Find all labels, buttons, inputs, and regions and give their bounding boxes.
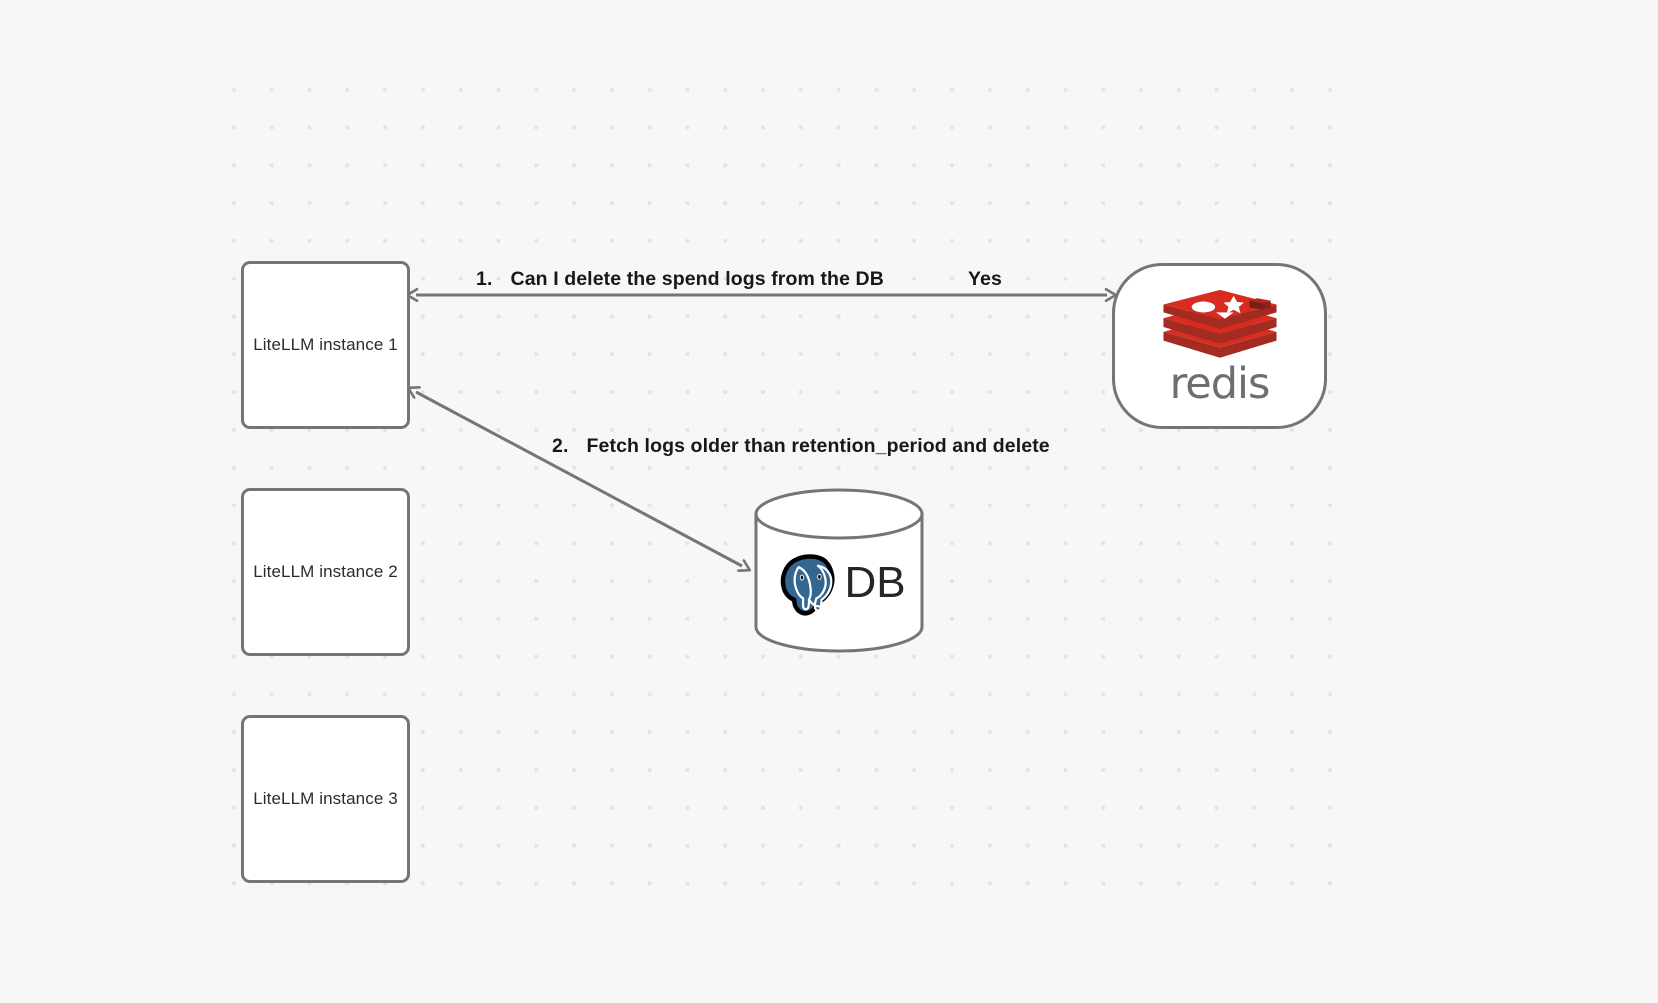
canvas-fade-right bbox=[1348, 0, 1658, 1003]
cylinder-shape bbox=[754, 488, 924, 653]
db-label: DB bbox=[844, 557, 906, 607]
node-label: LiteLLM instance 2 bbox=[253, 562, 398, 581]
node-database[interactable]: DB bbox=[753, 488, 925, 653]
node-label: LiteLLM instance 1 bbox=[253, 335, 398, 354]
edge-1-step-number: 1. bbox=[476, 268, 493, 290]
edge-1-text: Can I delete the spend logs from the DB bbox=[510, 268, 884, 290]
canvas-fade-left bbox=[0, 0, 210, 1003]
redis-wordmark: redis bbox=[1169, 358, 1271, 409]
node-label: LiteLLM instance 3 bbox=[253, 789, 398, 808]
edge-instance1-database bbox=[416, 392, 742, 566]
node-litellm-instance-2[interactable]: LiteLLM instance 2 bbox=[241, 488, 410, 656]
edge-2-step-number: 2. bbox=[552, 435, 569, 457]
canvas-fade-bottom bbox=[0, 895, 1658, 1003]
edge-label-2: 2. Fetch logs older than retention_perio… bbox=[552, 435, 1050, 458]
node-redis[interactable]: redis bbox=[1112, 263, 1327, 429]
postgresql-elephant-icon bbox=[781, 553, 836, 616]
node-litellm-instance-1[interactable]: LiteLLM instance 1 bbox=[241, 261, 410, 429]
edge-label-1: 1. Can I delete the spend logs from the … bbox=[476, 268, 884, 291]
node-litellm-instance-3[interactable]: LiteLLM instance 3 bbox=[241, 715, 410, 883]
edge-label-1-reply: Yes bbox=[968, 268, 1002, 290]
redis-logo-icon bbox=[1162, 289, 1277, 358]
canvas-fade-top bbox=[0, 0, 1658, 62]
edge-2-text: Fetch logs older than retention_period a… bbox=[586, 435, 1050, 457]
